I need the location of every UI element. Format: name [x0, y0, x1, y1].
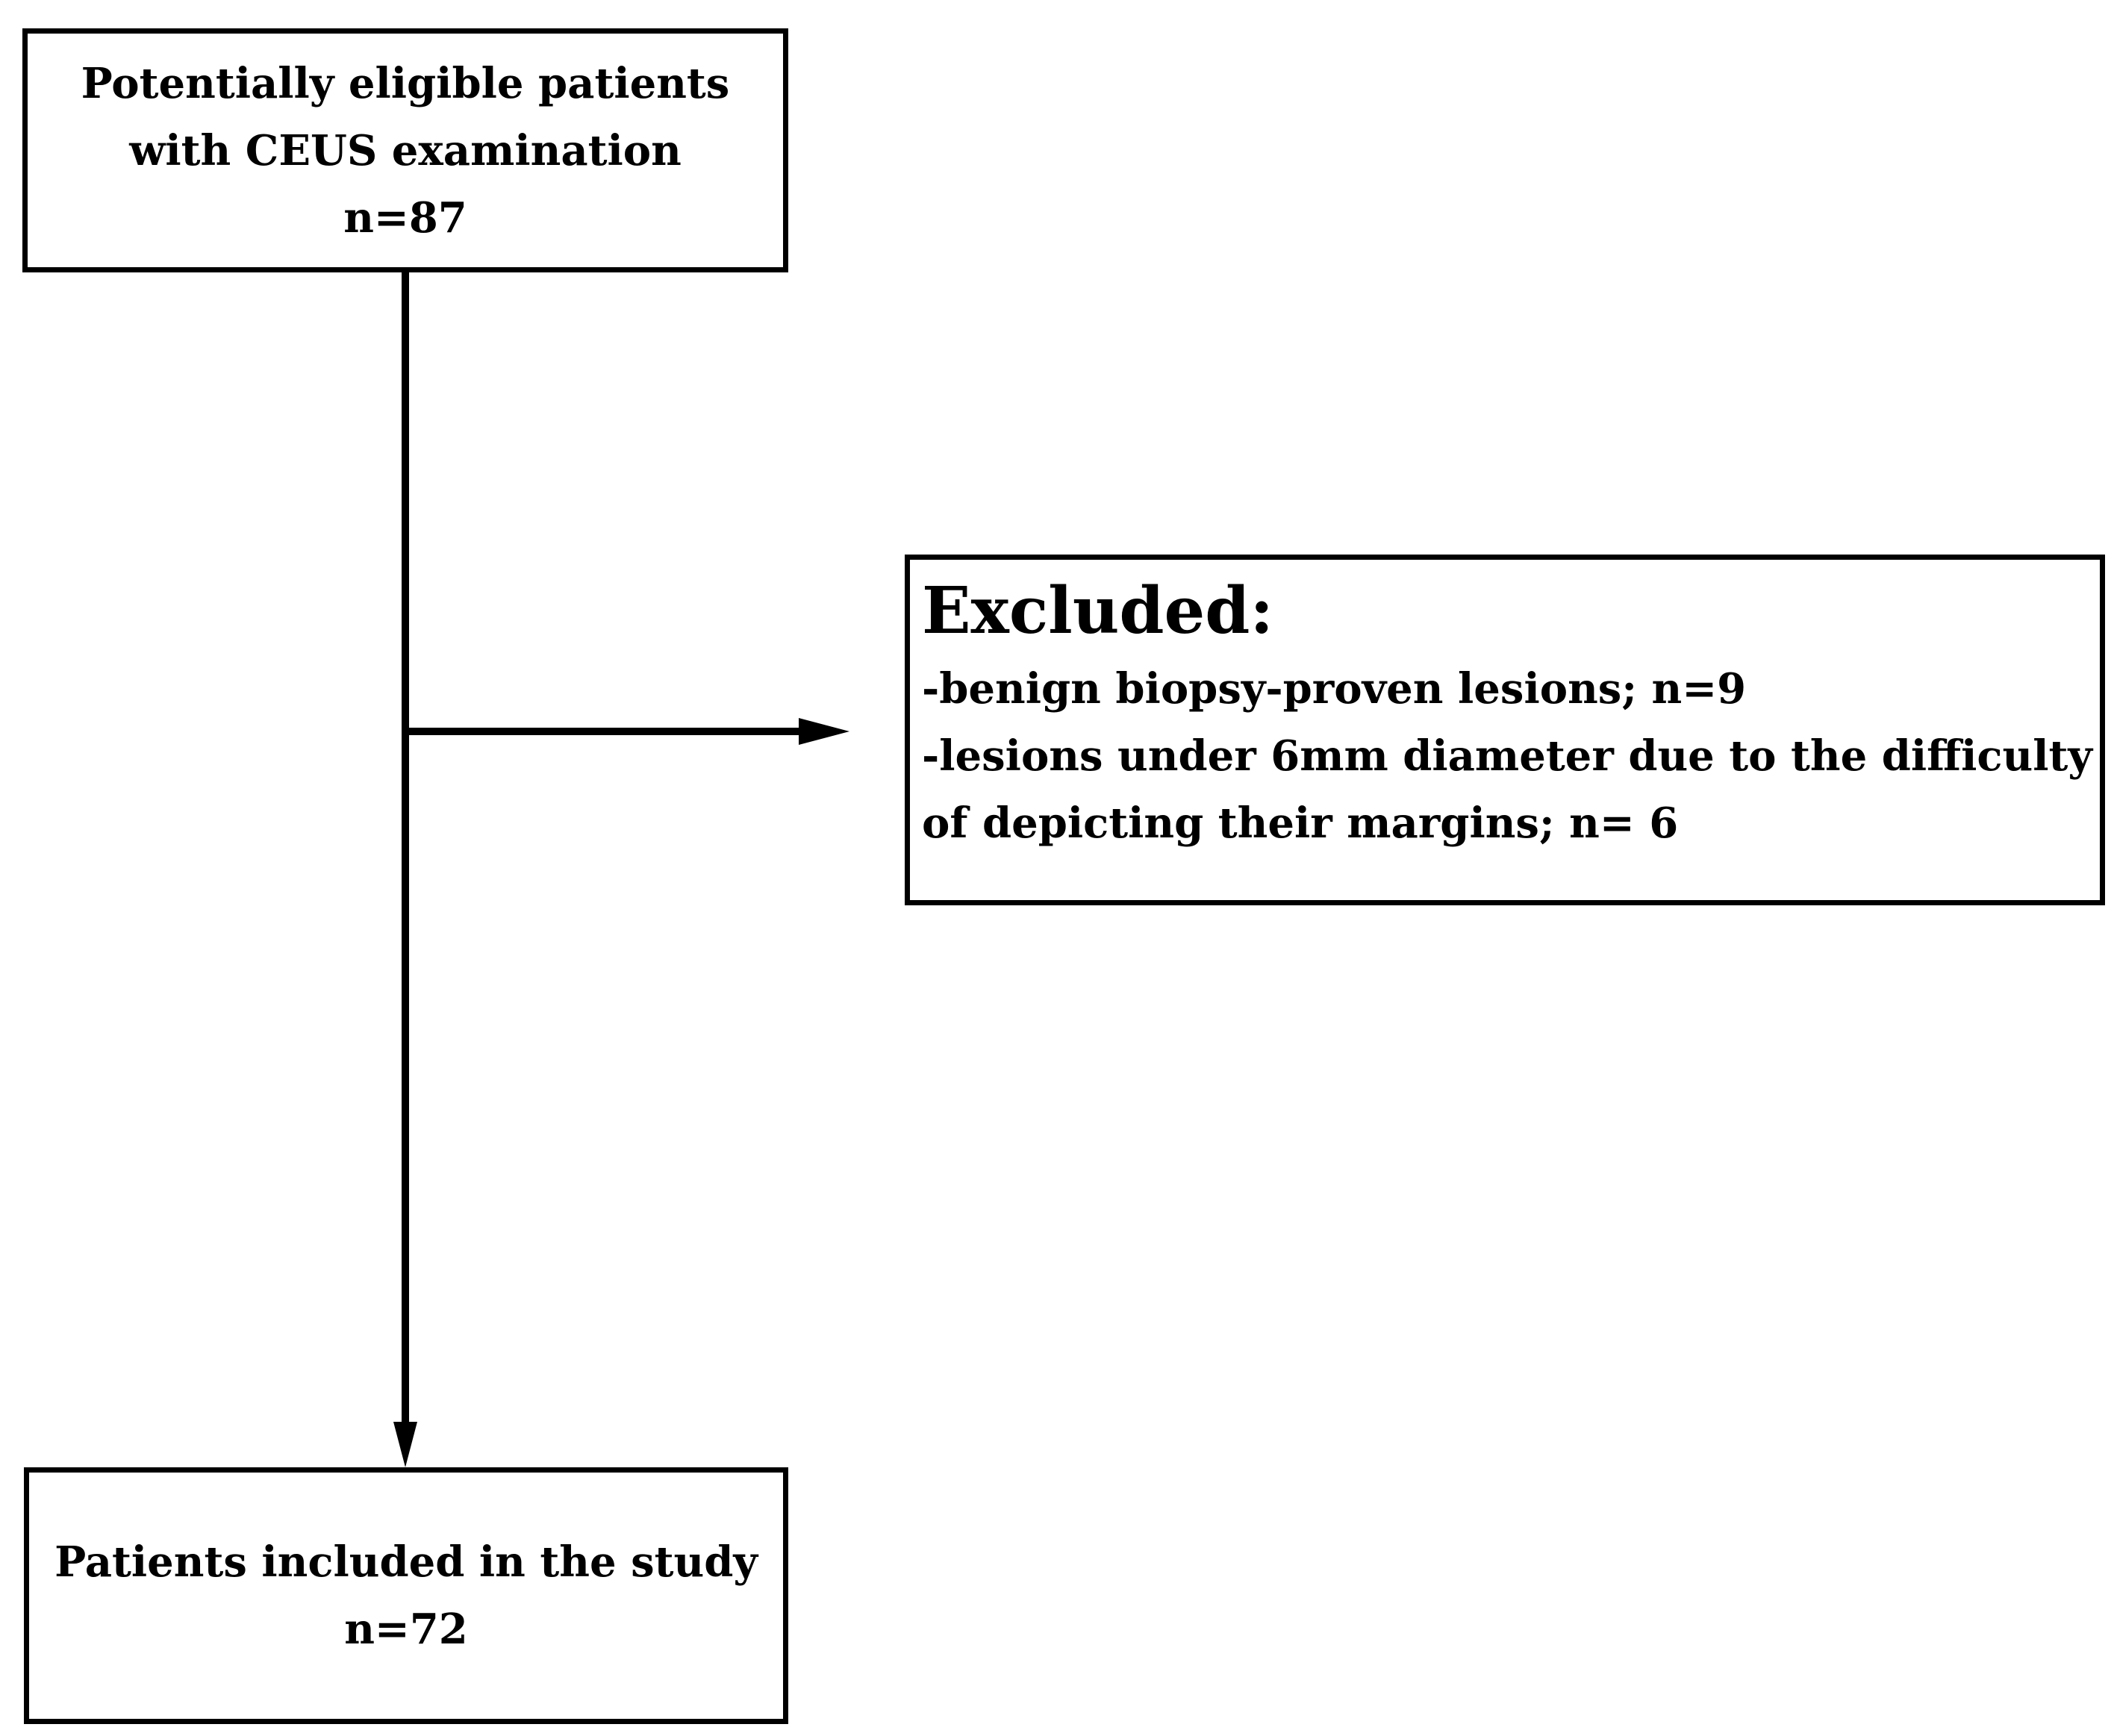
eligible-patients-box: Potentially eligible patients with CEUS … — [22, 28, 788, 272]
excluded-item-benign: -benign biopsy-proven lesions; n=9 — [922, 664, 1747, 714]
included-patients-box: Patients included in the study n=72 — [24, 1467, 788, 1724]
included-count: n=72 — [344, 1605, 468, 1654]
arrowhead-right — [799, 718, 849, 745]
eligible-line-2: with CEUS examination — [129, 125, 682, 175]
excluded-title: Excluded: — [922, 573, 1274, 649]
excluded-item-small-lesions: -lesions under 6mm diameter due to the d… — [922, 731, 2092, 781]
eligible-line-1: Potentially eligible patients — [81, 58, 730, 108]
arrowhead-down — [393, 1422, 417, 1467]
excluded-item-small-lesions-cont: of depicting their margins; n= 6 — [922, 799, 1679, 848]
eligible-count: n=87 — [343, 193, 467, 243]
included-line-1: Patients included in the study — [54, 1537, 758, 1587]
excluded-box: Excluded: -benign biopsy-proven lesions;… — [905, 555, 2105, 905]
